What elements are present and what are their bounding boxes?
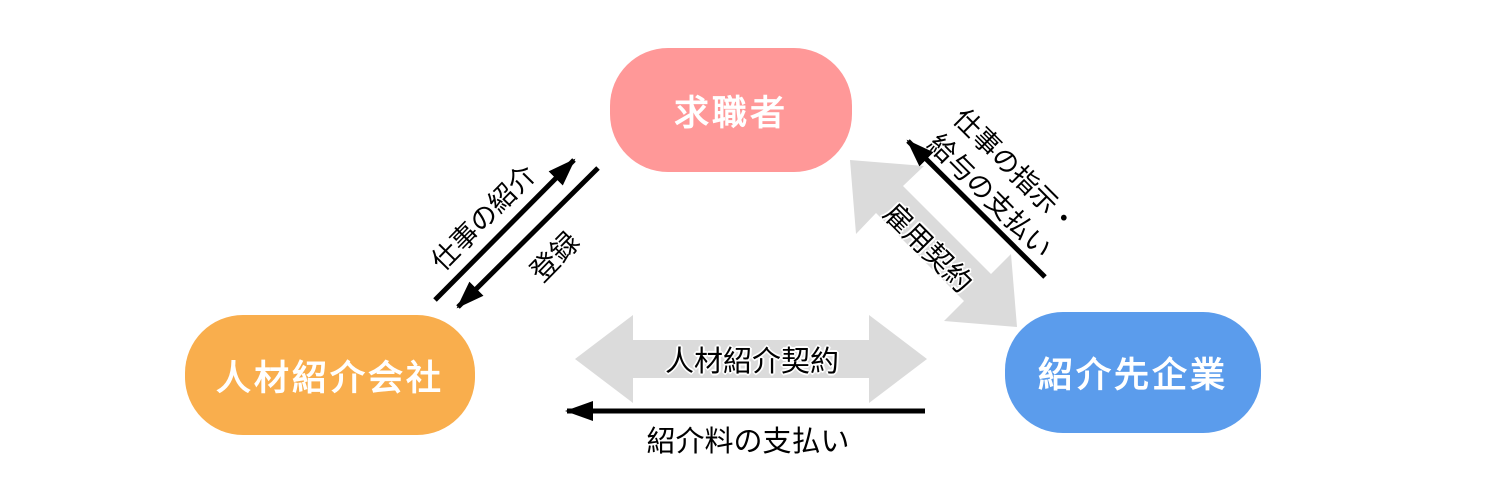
node-job-seeker: 求職者 [610, 48, 852, 172]
node-client-company: 紹介先企業 [1005, 312, 1261, 433]
double-arrow-referral-contract [575, 315, 927, 403]
arrow-registration [456, 166, 600, 309]
edge-label-referral-contract: 人材紹介契約 [664, 344, 840, 378]
double-arrow-employment-contract [850, 160, 1017, 327]
edge-label-referral-fee: 紹介料の支払い [646, 424, 850, 458]
arrow-job-introduction [433, 158, 576, 302]
arrow-instructions-salary [906, 139, 1047, 279]
node-recruitment-agency: 人材紹介会社 [185, 315, 475, 435]
